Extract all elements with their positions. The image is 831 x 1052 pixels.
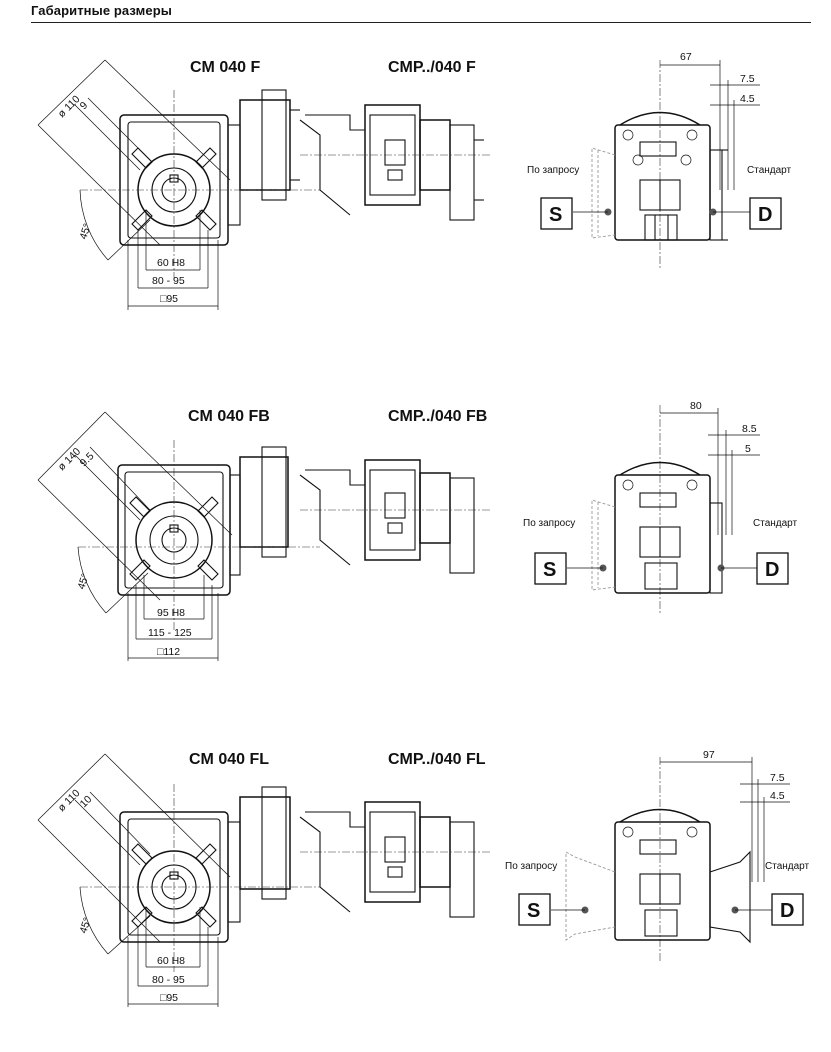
gearbox-front-view: ø 110 9 45° 60 H8 80 - 95 □95 (37, 59, 320, 310)
label-right: Стандарт (765, 861, 810, 872)
adapter-view (299, 459, 490, 574)
label-right: Стандарт (753, 518, 798, 529)
dim-d2: 5 (745, 443, 751, 455)
label-right: Стандарт (747, 165, 792, 176)
section-cm040fl: CM 040 FL CMP../040 FL ø 110 10 45° 60 H… (0, 722, 831, 1052)
page-title: Габаритные размеры (31, 3, 172, 18)
label-left: По запросу (527, 165, 579, 176)
label-left: По запросу (505, 861, 557, 872)
drawing-cm040f: CM 040 F CMP../040 F ø 110 9 (37, 51, 792, 310)
title-left: CM 040 F (190, 59, 260, 76)
dim-angle: 45° (77, 916, 93, 935)
marker-s-label: S (549, 204, 562, 226)
marker-d (771, 893, 804, 926)
dim-square: □95 (160, 293, 178, 305)
section-cm040fb: CM 040 FB CMP../040 FB ø 140 9.5 45° 95 … (0, 375, 831, 705)
dim-top: 97 (703, 749, 715, 761)
label-left: По запросу (523, 518, 575, 529)
dim-offset: 9 (78, 99, 91, 112)
marker-s (540, 197, 573, 230)
title-mid: CMP../040 FB (388, 408, 487, 425)
marker-d-label: D (780, 900, 794, 922)
side-view: 67 7.5 4.5 По запросу Стандарт S (527, 51, 792, 270)
dim-bore: 60 H8 (157, 257, 185, 269)
marker-d (756, 552, 789, 585)
dim-range: 80 - 95 (152, 275, 185, 287)
dim-d1: 8.5 (742, 423, 757, 435)
drawing-cm040fb: CM 040 FB CMP../040 FB ø 140 9.5 45° 95 … (37, 400, 798, 661)
marker-d-label: D (765, 559, 779, 581)
title-mid: CMP../040 FL (388, 751, 486, 768)
drawing-cm040fl: CM 040 FL CMP../040 FL ø 110 10 45° 60 H… (37, 749, 810, 1007)
dim-range: 115 - 125 (148, 627, 192, 639)
adapter-view (299, 104, 490, 221)
dim-bore: 60 H8 (157, 955, 185, 967)
dim-diameter: ø 110 (56, 93, 83, 120)
gearbox-front-view: ø 140 9.5 45° 95 H8 115 - 125 □112 (37, 411, 320, 661)
dim-square: □95 (160, 992, 178, 1004)
side-view: 97 7.5 4.5 По запросу Стандарт S D (505, 749, 810, 962)
title-mid: CMP../040 F (388, 59, 476, 76)
dim-d2: 4.5 (770, 790, 785, 802)
marker-s-label: S (527, 900, 540, 922)
dim-range: 80 - 95 (152, 974, 185, 986)
title-left: CM 040 FB (188, 408, 270, 425)
dim-d1: 7.5 (740, 73, 755, 85)
marker-d-label: D (758, 204, 772, 226)
dim-top: 67 (680, 51, 692, 63)
marker-s (518, 893, 551, 926)
dim-bore: 95 H8 (157, 607, 185, 619)
dim-d2: 4.5 (740, 93, 755, 105)
page-header: Габаритные размеры (31, 0, 811, 23)
dim-square: □112 (157, 646, 180, 658)
dim-d1: 7.5 (770, 772, 785, 784)
adapter-view (299, 801, 490, 918)
marker-s-label: S (543, 559, 556, 581)
side-view: 80 8.5 5 По запросу Стандарт S D (523, 400, 798, 615)
gearbox-front-view: ø 110 10 45° 60 H8 80 - 95 □95 (37, 753, 320, 1007)
dim-angle: 45° (77, 222, 93, 241)
marker-d (749, 197, 782, 230)
dim-top: 80 (690, 400, 702, 412)
title-left: CM 040 FL (189, 751, 269, 768)
marker-s (534, 552, 567, 585)
section-cm040f: CM 040 F CMP../040 F ø 110 9 (0, 30, 831, 360)
dim-angle: 45° (75, 572, 91, 591)
